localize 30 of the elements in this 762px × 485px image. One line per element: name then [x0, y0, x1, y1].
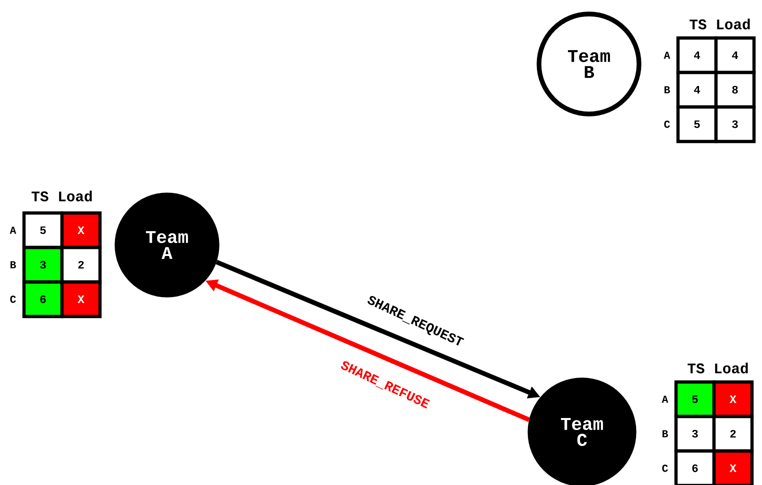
row-label: B [662, 430, 668, 438]
row-label: A [662, 396, 668, 403]
table-cell: 2 [60, 246, 102, 284]
row-label: A [664, 52, 670, 59]
table-cell: 6 [674, 449, 716, 485]
row-label: B [10, 261, 16, 268]
table-cell: X [712, 449, 754, 485]
table-cell: X [712, 380, 754, 418]
table-cell: 2 [712, 414, 754, 453]
table-cell: 3 [714, 105, 756, 144]
table-cell: 5 [674, 380, 716, 418]
table-title: TS Load [32, 190, 92, 202]
table-cell: 8 [714, 70, 756, 109]
table-cell: 4 [676, 70, 718, 109]
table-cell: 6 [22, 280, 64, 318]
row-label: C [664, 120, 670, 128]
table-title: TS Load [690, 18, 750, 30]
table-title: TS Load [688, 362, 748, 374]
row-label: A [10, 226, 16, 234]
row-label: C [662, 464, 668, 472]
table-cell: X [60, 211, 102, 250]
table-cell: X [60, 280, 102, 318]
row-label: B [664, 86, 670, 94]
table-cell: 5 [22, 211, 64, 250]
row-label: C [10, 296, 16, 303]
table-cell: 3 [674, 414, 716, 453]
table-cell: 4 [714, 36, 756, 74]
table-cell: 5 [676, 105, 718, 144]
table-cell: 4 [676, 36, 718, 74]
table-cell: 3 [22, 246, 64, 284]
